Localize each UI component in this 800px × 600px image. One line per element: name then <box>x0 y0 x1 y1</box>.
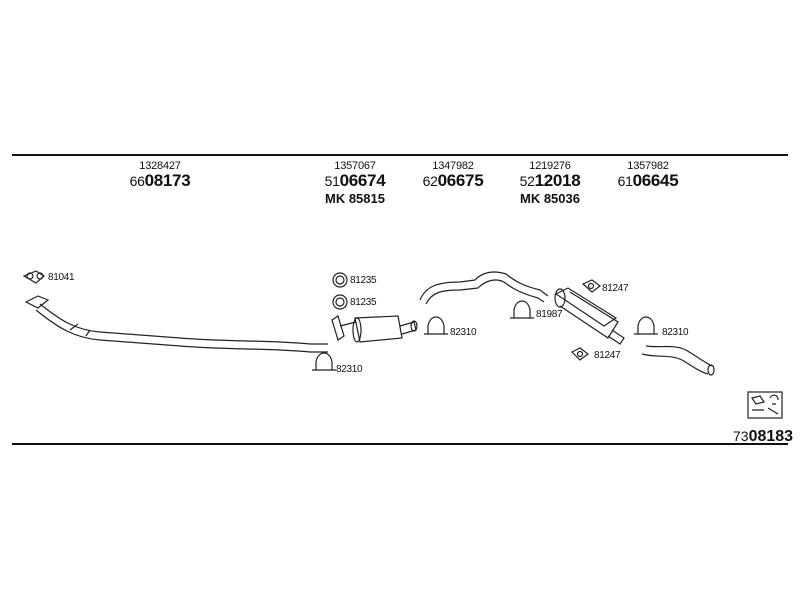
oem-number: 1347982 <box>432 160 474 172</box>
label-hanger-1: 81247 <box>602 283 629 294</box>
oem-number: 1357982 <box>627 160 669 172</box>
bottom-rule <box>12 443 788 445</box>
clamp-icon <box>424 316 448 335</box>
front-silencer <box>331 315 418 343</box>
part-number: 6608173 <box>129 171 191 190</box>
part-number: 6206675 <box>422 171 484 190</box>
part-number: 6106645 <box>617 171 679 190</box>
oem-number: 1357067 <box>334 160 376 172</box>
label-ring-1: 81235 <box>350 275 377 286</box>
label-clamp-2: 82310 <box>450 327 477 338</box>
part-number: 5106674 <box>324 171 386 190</box>
header-col-1: 1328427 6608173 <box>115 160 205 190</box>
header-col-4: 1219276 5212018 MK 85036 <box>505 160 595 206</box>
clamp-icon <box>312 352 336 371</box>
oem-number: 1328427 <box>139 160 181 172</box>
gasket-icon <box>22 270 46 284</box>
mk-number: MK 85815 <box>325 191 385 206</box>
label-clamp-4: 82310 <box>662 327 689 338</box>
clamp-icon <box>634 316 658 335</box>
label-clamp-3: 81987 <box>536 309 563 320</box>
label-hanger-2: 81247 <box>594 350 621 361</box>
middle-pipe <box>419 271 549 305</box>
header-col-2: 1357067 5106674 MK 85815 <box>310 160 400 206</box>
front-pipe <box>24 295 328 353</box>
kit-box-icon <box>747 391 783 419</box>
rear-silencer <box>554 287 625 345</box>
ring-icon <box>335 297 345 307</box>
top-rule <box>12 154 788 156</box>
clamp-icon <box>510 300 534 319</box>
label-gasket: 81041 <box>48 272 75 283</box>
header-col-3: 1347982 6206675 <box>408 160 498 190</box>
mk-number: MK 85036 <box>520 191 580 206</box>
oem-number: 1219276 <box>529 160 571 172</box>
part-number: 5212018 <box>519 171 581 190</box>
ring-icon <box>332 294 348 310</box>
ring-icon <box>332 272 348 288</box>
tail-pipe <box>641 345 715 376</box>
header-col-5: 1357982 6106645 <box>603 160 693 190</box>
hanger-icon <box>581 279 601 293</box>
hanger-icon <box>570 347 589 361</box>
ring-icon <box>335 275 345 285</box>
kit-number: 7308183 <box>733 428 794 445</box>
label-clamp-1: 82310 <box>336 364 363 375</box>
label-ring-2: 81235 <box>350 297 377 308</box>
